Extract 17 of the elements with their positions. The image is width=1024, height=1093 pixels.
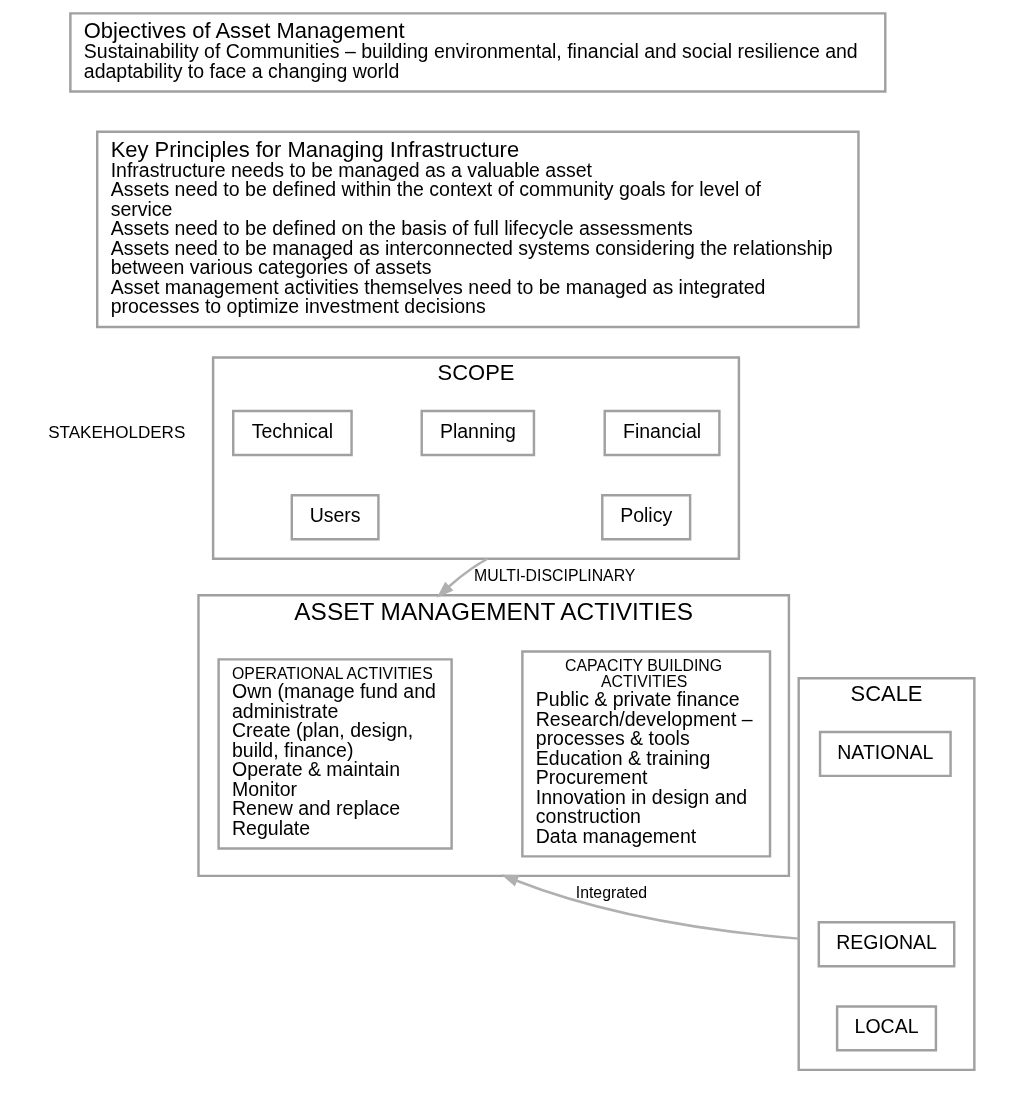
node-box: OPERATIONAL ACTIVITIES Own (manage fund and administrate Create (plan, design, build, finance) Operate & maintain Monitor Renew and replace Regulate: [217, 658, 453, 850]
node-box: CAPACITY BUILDING ACTIVITIES Public & private finance Research/development – processes & tools Education & training Procurement Innovation in design and construction Data management: [521, 650, 772, 858]
edge-label: Integrated: [575, 884, 648, 902]
node-box: Financial: [603, 409, 721, 457]
node-box: Key Principles for Managing Infrastructure Infrastructure needs to be managed as a valuable asset Assets need to be defined within the context of community goals for level of service Assets need to be defined on the basis of full lifecycle assessments Assets need to be managed as interconnected systems considering the relationship between various categories of assets Asset management activities themselves need to be managed as integrated processes to optimize investment decisions: [96, 130, 860, 329]
node-box: Planning: [420, 409, 536, 457]
node-box: LOCAL: [835, 1005, 938, 1052]
node-label: STAKEHOLDERS: [48, 422, 186, 442]
node-box: NATIONAL: [818, 730, 952, 778]
node-box: Technical: [232, 409, 353, 457]
node-box: REGIONAL: [817, 921, 956, 968]
node-box: Policy: [601, 494, 692, 541]
node-box: Objectives of Asset Management Sustainability of Communities – building environmental, financial and social resilience and adaptability to face a changing world: [69, 12, 887, 93]
arrow: [501, 874, 799, 940]
edge-label: MULTI-DISCIPLINARY: [474, 567, 636, 585]
node-box: Users: [290, 494, 380, 541]
arrow: [436, 557, 489, 598]
